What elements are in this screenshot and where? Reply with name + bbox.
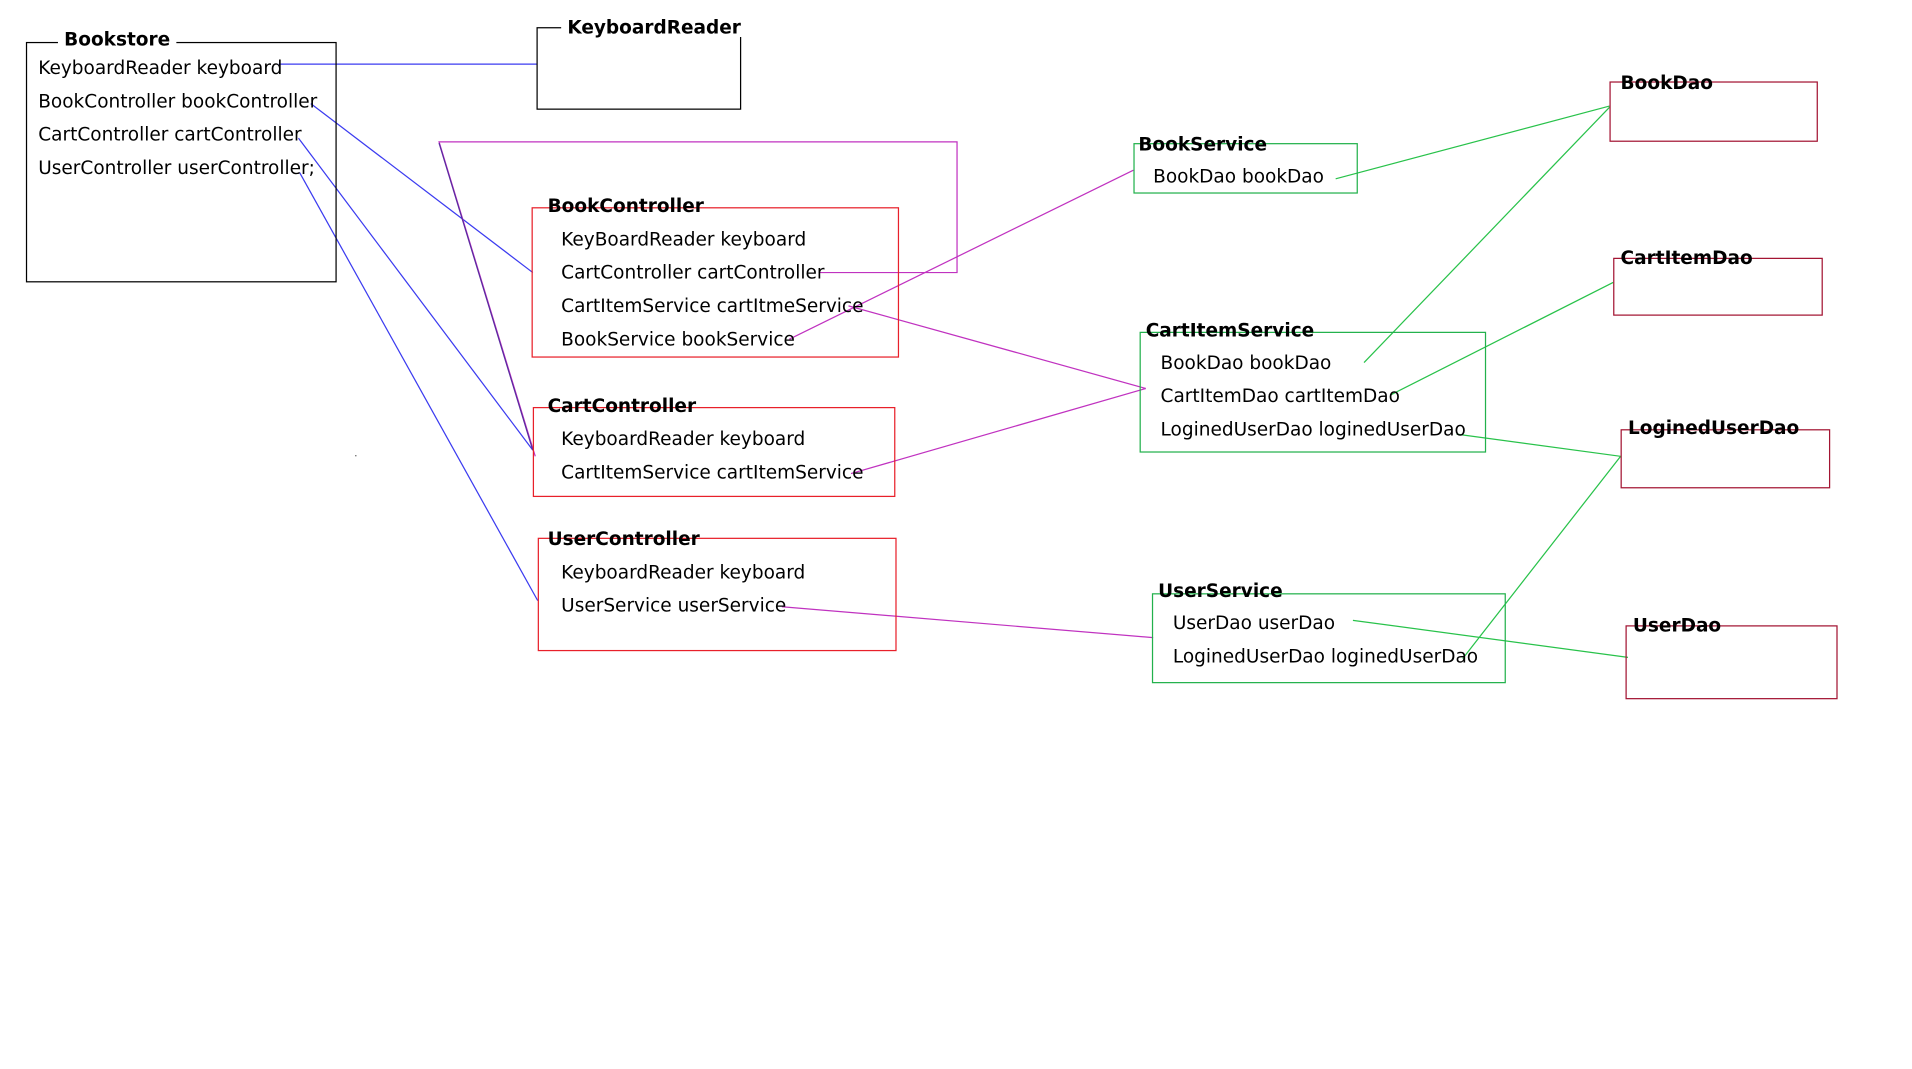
link-usercontroller-field [299, 172, 539, 601]
bookservice-title: BookService [1138, 133, 1268, 156]
cartitemdao-box [1613, 257, 1823, 316]
cartitemdao-title: CartItemDao [1620, 246, 1753, 269]
link-cartcontroller-field [297, 137, 534, 451]
bookservice-box [1133, 143, 1358, 194]
logineduserdao-title: LoginedUserDao [1627, 416, 1800, 440]
cartitemservice-field-bookdao: BookDao bookDao [1160, 351, 1332, 374]
link-bookservice-bookdao [1335, 105, 1610, 180]
bookservice-field-bookdao: BookDao bookDao [1153, 165, 1324, 188]
link-cartitemservice-bookdao [1363, 106, 1610, 364]
link-cartitemservice-logineduserdao [1456, 433, 1621, 457]
bookstore-box [25, 41, 337, 283]
userservice-field-userdao: UserDao userDao [1172, 611, 1336, 634]
usercontroller-field-userservice: UserService userService [561, 594, 787, 617]
link-cartitemservice-field-cart [850, 387, 1146, 475]
link-userservice-field [781, 606, 1154, 639]
bookstore-title: Bookstore [57, 29, 177, 50]
userservice-title: UserService [1158, 579, 1283, 602]
cartcontroller-field-keyboard: KeyboardReader keyboard [561, 427, 806, 451]
logineduserdao-box [1620, 429, 1831, 489]
bookstore-field-bookcontroller: BookController bookController [38, 90, 318, 113]
stray-dot [355, 455, 357, 457]
cartitemservice-field-cartitemdao: CartItemDao cartItemDao [1160, 384, 1400, 407]
bookcontroller-field-bookservice: BookService bookService [561, 328, 795, 351]
cartcontroller-box [532, 406, 896, 498]
bookcontroller-box [531, 207, 900, 358]
bookstore-field-keyboard: KeyboardReader keyboard [38, 56, 283, 79]
bookcontroller-field-cartcontroller: CartController cartController [561, 261, 825, 284]
keyboardreader-box [536, 27, 742, 110]
cartcontroller-field-cartitemservice: CartItemService cartItemService [561, 461, 864, 484]
bookdao-title: BookDao [1620, 71, 1713, 94]
bookcontroller-title: BookController [547, 194, 704, 218]
link-bookcontroller-field [310, 103, 534, 274]
bookcontroller-field-cartitemservice: CartItemService cartItmeService [561, 294, 864, 317]
userdao-title: UserDao [1632, 614, 1722, 637]
cartcontroller-title: CartController [547, 394, 697, 417]
link-userservice-userdao [1352, 619, 1629, 658]
link-userservice-logineduserdao [1462, 455, 1622, 659]
bookstore-field-usercontroller: UserController userController; [38, 156, 315, 179]
link-bracket-dark [438, 142, 534, 451]
userdao-box [1625, 625, 1838, 700]
userservice-field-logineduserdao: LoginedUserDao loginedUserDao [1172, 645, 1479, 668]
bookdao-box [1609, 81, 1818, 142]
usercontroller-title: UserController [547, 527, 700, 551]
cartitemservice-box [1139, 331, 1487, 453]
usercontroller-box [537, 537, 897, 652]
keyboardreader-title: KeyboardReader [561, 17, 748, 37]
connector-layer [278, 63, 1629, 659]
bookstore-field-cartcontroller: CartController cartController [38, 123, 302, 146]
bookcontroller-field-keyboard: KeyBoardReader keyboard [561, 228, 807, 251]
userservice-box [1151, 593, 1506, 684]
cartitemservice-title: CartItemService [1145, 319, 1315, 342]
usercontroller-field-keyboard: KeyboardReader keyboard [561, 561, 806, 584]
cartitemservice-field-logineduserdao: LoginedUserDao loginedUserDao [1160, 418, 1466, 441]
link-bookservice-field [789, 169, 1134, 340]
link-cartitemservice-cartitemdao [1390, 281, 1614, 396]
